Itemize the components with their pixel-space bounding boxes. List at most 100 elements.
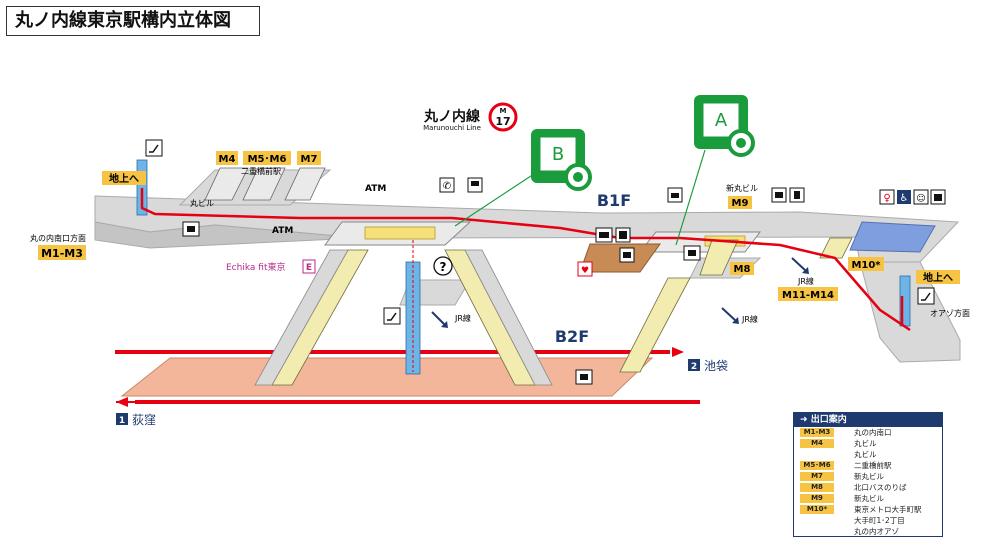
legend-name: 東京メトロ大手町駅 [854,505,922,514]
exit-m8: M8 [730,262,754,275]
ticket-machine-icon [467,177,483,193]
floor-b2: B2F [555,327,589,346]
floor-b1: B1F [597,191,631,210]
legend-code: M8 [800,483,834,492]
stairs-right [619,277,691,373]
escalator-icon-2 [383,307,401,325]
escalator-icon-3 [917,287,935,305]
svg-text:E: E [306,263,312,273]
jr-arrow-1 [431,311,448,328]
route-line [140,188,911,332]
label-atm-2: ATM [272,226,293,236]
svg-text:♀: ♀ [883,193,890,204]
legend-row: M10* 東京メトロ大手町駅 [794,504,942,515]
legend-row: 丸の内オアゾ [794,526,942,536]
exit-m10: M10* [848,257,884,271]
direction-ikebukuro: 2 池袋 [688,359,728,373]
locker-icon-2 [182,221,200,237]
elevator-b-icon: B [531,129,592,191]
label-atm-1: ATM [365,184,386,194]
legend-heading: ➜ 出口案内 [794,413,942,427]
echika-icon: E [302,259,316,274]
b1-right-block [849,221,936,253]
elevator-shaft-left [136,159,148,216]
svg-text:17: 17 [495,115,510,128]
line-name-en: Marunouchi Line [423,124,481,132]
family-icon: ☺ [913,189,929,205]
label-shin-maru: 新丸ビル [726,183,758,193]
exit-m11-m14: M11-M14 [778,287,838,301]
svg-text:♿: ♿ [900,193,909,204]
svg-text:M9: M9 [732,198,749,209]
svg-text:M10*: M10* [851,260,881,271]
legend-name: 新丸ビル [854,472,884,481]
label-jr-2: JR線 [741,314,758,324]
legend-name: 丸の内オアゾ [854,527,899,536]
legend-code: M5･M6 [800,461,834,470]
label-echika: Echika fit東京 [226,261,285,273]
exit-m5-m6: M5･M6 [243,151,291,165]
label-maru-building: 丸ビル [190,198,214,208]
b2-platform [120,357,654,397]
svg-text:M5･M6: M5･M6 [248,154,287,165]
svg-text:✆: ✆ [443,181,451,192]
legend-name: 新丸ビル [854,494,884,503]
label-jr-1: JR線 [454,313,471,323]
locker-icon [930,189,946,205]
page-title: 丸ノ内線東京駅構内立体図 [6,6,260,36]
svg-text:地上へ: 地上へ [109,172,139,185]
svg-text:M1-M3: M1-M3 [41,247,83,260]
stairs-upper-left [204,167,326,201]
legend-name: 丸の内南口 [854,428,892,437]
legend-row: M7 新丸ビル [794,471,942,482]
legend-code [800,450,834,459]
exit-m7: M7 [297,151,321,165]
svg-text:池袋: 池袋 [704,359,728,373]
accessible-icon: ♿ [897,190,911,204]
legend-code: M10* [800,505,834,514]
phone-icon: ✆ [439,177,455,193]
svg-text:☺: ☺ [916,193,925,204]
exit-m4: M4 [216,151,238,165]
elevator-b-letter: B [552,144,564,165]
legend-name: 大手町1･2丁目 [854,516,905,525]
to-ground-right: 地上へ [916,270,960,284]
restroom-icon: ♀ [879,189,895,205]
locker-icon-3 [575,369,593,385]
shop-icon [619,247,635,263]
legend-row: 大手町1･2丁目 [794,515,942,526]
label-jr-3: JR線 [797,276,814,286]
jr-arrow-2 [721,307,739,324]
line-name-ja: 丸ノ内線 [423,108,480,125]
legend-row: 丸ビル [794,449,942,460]
legend-code: M9 [800,494,834,503]
legend-row: M9 新丸ビル [794,493,942,504]
svg-text:M4: M4 [219,154,236,165]
legend-code: M7 [800,472,834,481]
escalator-left [254,249,369,386]
svg-text:M8: M8 [734,264,751,275]
label-nijubashi: 二重橋前駅 [241,166,281,176]
exit-m9: M9 [728,196,752,209]
station-office-icon [595,227,613,243]
stairs-m10 [819,237,853,259]
service-icon-1 [615,227,631,243]
elevator-a-icon: A [694,95,755,157]
exit-m1-m3: M1-M3 [38,245,86,260]
label-north-exit: オアゾ方面 [930,308,970,318]
to-ground-left: 地上へ [102,171,146,185]
elevator-a-letter: A [715,110,728,131]
legend-name: 丸ビル [854,439,877,448]
svg-text:M11-M14: M11-M14 [782,290,834,301]
svg-text:荻窪: 荻窪 [132,412,156,427]
line-badge: M 17 [488,102,518,132]
label-south-exit: 丸の内南口方面 [30,233,86,243]
svg-text:2: 2 [691,362,697,372]
service-icon-4 [789,187,805,203]
